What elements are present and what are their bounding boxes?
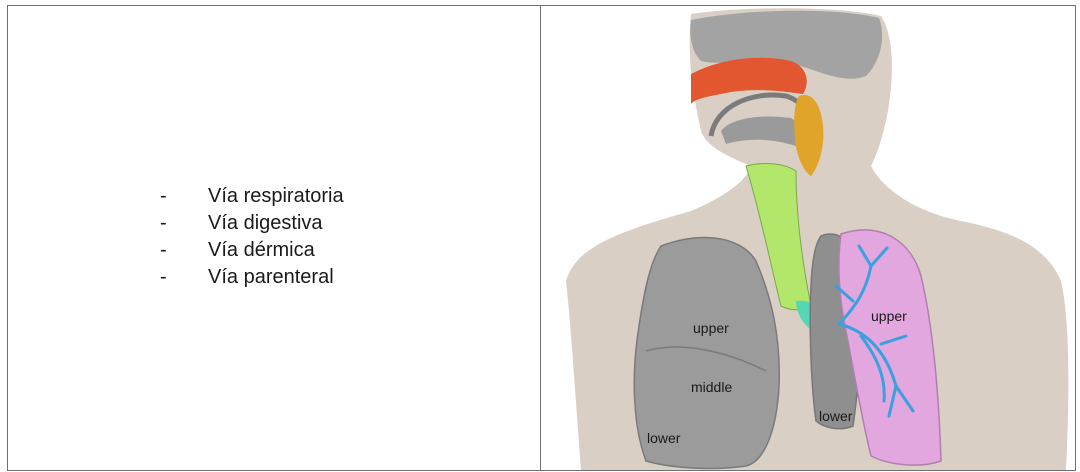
label-left-middle: middle [691, 379, 732, 395]
label-right-lower: lower [819, 408, 853, 424]
label-right-upper: upper [871, 308, 907, 324]
route-dermal: Vía dérmica [208, 237, 315, 264]
route-parenteral: Vía parenteral [208, 264, 334, 291]
route-digestive: Vía digestiva [208, 210, 323, 237]
list-item: -Vía parenteral [160, 264, 344, 291]
exposure-routes-list: -Vía respiratoria -Vía digestiva -Vía dé… [160, 183, 344, 291]
list-item: -Vía digestiva [160, 210, 344, 237]
routes-cell: -Vía respiratoria -Vía digestiva -Vía dé… [8, 6, 541, 470]
label-left-lower: lower [647, 430, 681, 446]
label-left-upper: upper [693, 320, 729, 336]
respiratory-system-illustration: upper middle lower upper lower [541, 6, 1075, 470]
list-item: -Vía respiratoria [160, 183, 344, 210]
figure-cell: upper middle lower upper lower [541, 6, 1075, 470]
content-table: -Vía respiratoria -Vía digestiva -Vía dé… [7, 5, 1076, 471]
route-respiratory: Vía respiratoria [208, 183, 344, 210]
list-item: -Vía dérmica [160, 237, 344, 264]
